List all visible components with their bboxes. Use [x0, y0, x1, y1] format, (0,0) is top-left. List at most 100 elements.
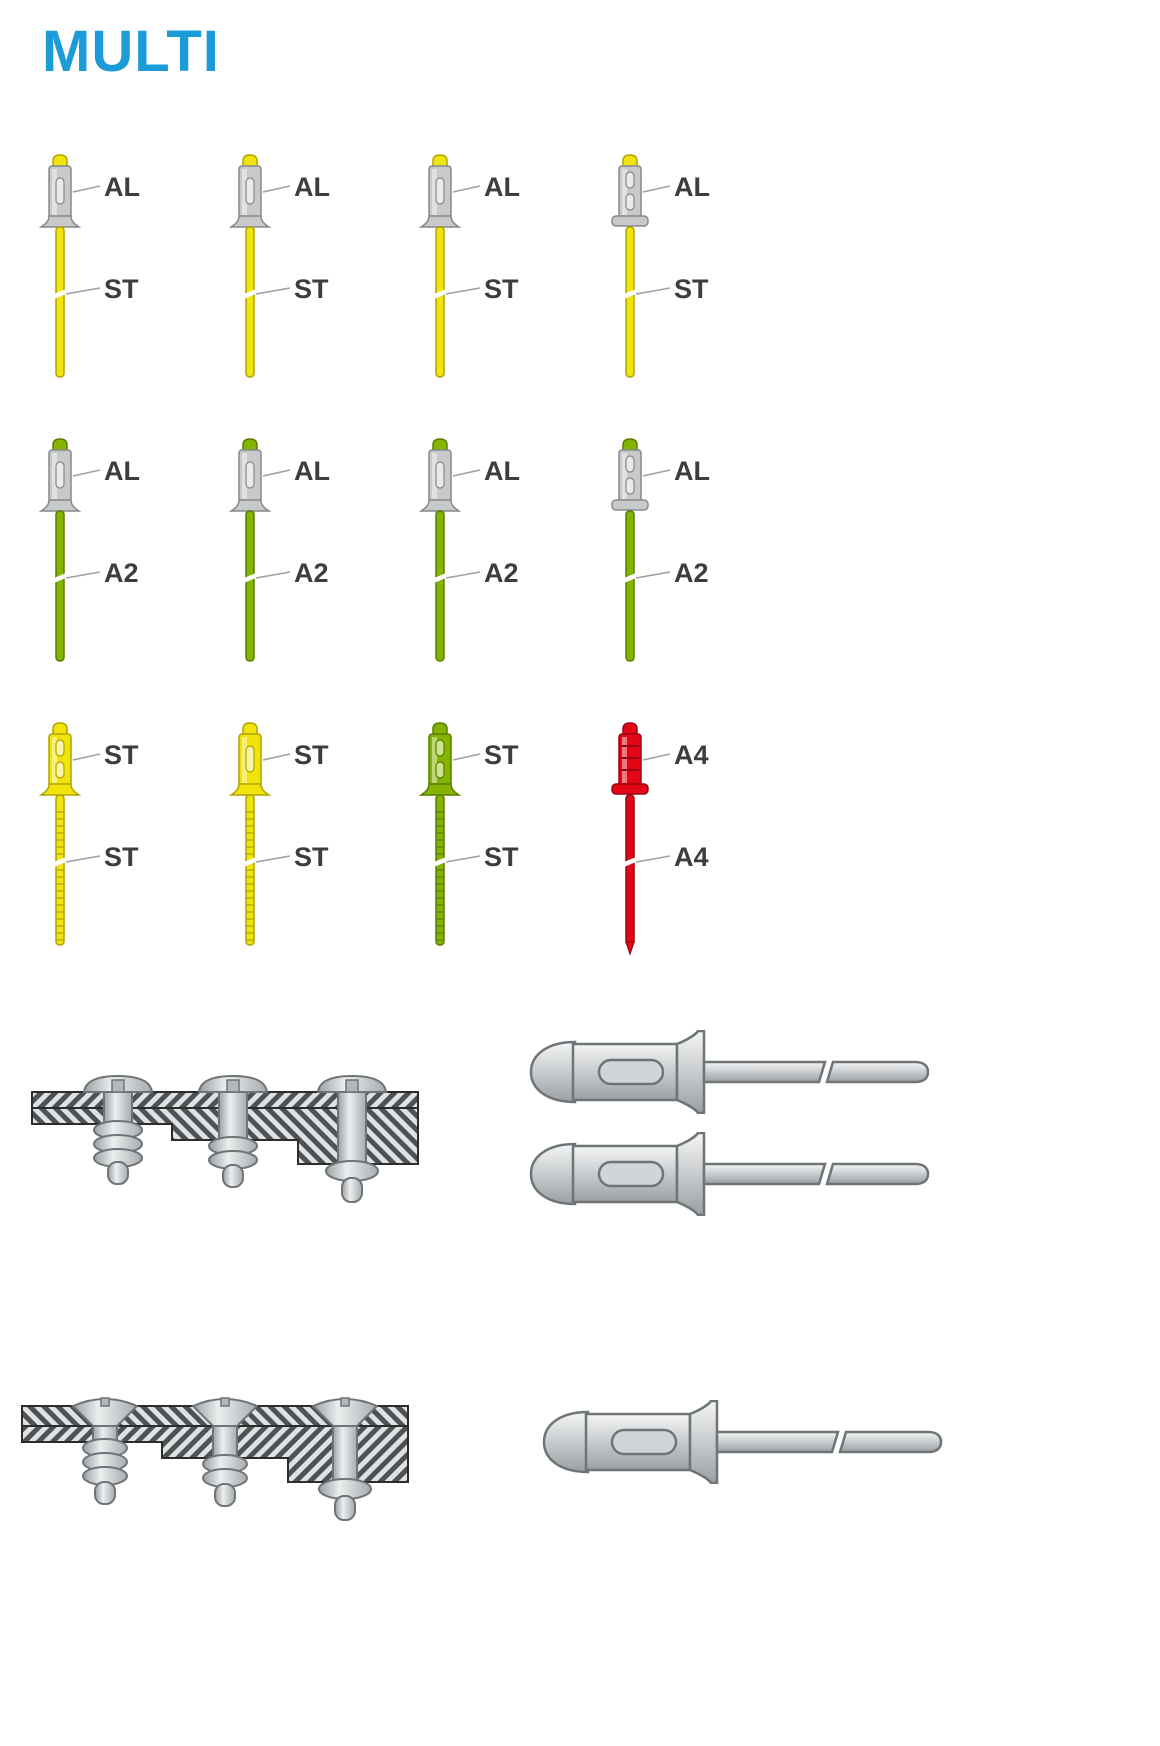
mandrel-stem	[244, 510, 256, 662]
sheared-mandrel	[345, 1079, 359, 1093]
rivet-body	[238, 733, 262, 787]
body-material-label: AL	[674, 172, 710, 202]
stem-leader-line	[445, 571, 481, 579]
rivet-body	[48, 733, 72, 787]
body-leader-line	[262, 185, 291, 193]
installed-rivet	[191, 1397, 259, 1507]
body-slot	[435, 177, 445, 205]
body-material-label: AL	[484, 456, 520, 486]
mandrel-stem	[434, 794, 446, 946]
rivet-flange	[38, 783, 82, 796]
sheared-mandrel	[220, 1397, 230, 1407]
cross-section-illustration	[21, 1397, 409, 1521]
body-slot	[55, 177, 65, 205]
stem-material-label: ST	[294, 842, 329, 872]
rivet-figure: AL ST	[610, 152, 770, 390]
rivet-figure: AL A2	[228, 436, 390, 674]
body-leader-line	[452, 185, 481, 193]
stem-leader-line	[255, 287, 291, 295]
stem-material-label: ST	[294, 274, 329, 304]
rivet-body	[238, 165, 262, 219]
rivet-flange	[611, 783, 649, 795]
stem-break-notch	[244, 573, 256, 583]
rivet-grid: AL ST	[38, 152, 770, 958]
page-title: MULTI	[42, 19, 220, 84]
rivet-figure: AL ST	[38, 152, 200, 390]
body-leader-line	[642, 469, 671, 477]
body-material-label: AL	[104, 172, 140, 202]
body-material-label: AL	[104, 456, 140, 486]
mandrel-stem	[244, 794, 256, 946]
stem-leader-line	[65, 571, 101, 579]
body-slots	[625, 171, 635, 211]
multigrip-rivet-illustration: AL A2	[228, 438, 330, 662]
rivet-figure: AL A2	[418, 436, 580, 674]
stem-threads	[246, 811, 254, 941]
rivet-flange	[228, 783, 272, 796]
stem-leader-line	[635, 855, 671, 863]
broken-stem-piece	[838, 1430, 943, 1454]
rivet-side-view-illustration	[529, 1030, 930, 1114]
rivet-row: AL A2	[38, 436, 770, 674]
mandrel-stem	[715, 1430, 840, 1454]
sheared-mandrel	[100, 1397, 110, 1407]
body-leader-line	[452, 753, 481, 761]
stem-point-tip	[625, 941, 635, 956]
rivet-figure: AL A2	[610, 436, 770, 674]
body-slot	[435, 461, 445, 489]
body-slot	[610, 1428, 678, 1456]
broken-stem-piece	[825, 1162, 930, 1186]
body-slots	[55, 739, 65, 779]
multigrip-rivet-illustration: AL ST	[611, 154, 710, 378]
rivet-body	[238, 449, 262, 503]
mandrel-stem	[624, 794, 636, 956]
body-leader-line	[262, 753, 291, 761]
mandrel-head	[432, 722, 448, 737]
mandrel-head	[622, 154, 638, 169]
stem-leader-line	[255, 571, 291, 579]
fig-open-rivets-side-view	[515, 1030, 935, 1216]
stem-leader-line	[255, 855, 291, 863]
stem-material-label: ST	[104, 842, 139, 872]
mandrel-head	[622, 438, 638, 453]
rivet-flange	[228, 499, 272, 512]
mandrel-stem	[244, 226, 256, 378]
body-leader-line	[72, 753, 101, 761]
mandrel-stem	[54, 794, 66, 946]
rivet-body	[428, 733, 452, 787]
body-leader-line	[262, 469, 291, 477]
stem-break-notch	[54, 289, 66, 299]
rivet-flange	[611, 215, 649, 227]
rivet-row: ST ST	[38, 720, 770, 958]
mandrel-head	[242, 154, 258, 169]
rivet-figure: ST ST	[418, 720, 580, 958]
stem-leader-line	[445, 287, 481, 295]
multigrip-rivet-illustration: ST ST	[418, 722, 519, 946]
stem-break-notch	[54, 573, 66, 583]
body-material-label: AL	[674, 456, 710, 486]
rivet-flange	[38, 499, 82, 512]
rivet-flange	[228, 215, 272, 228]
stem-material-label: A2	[104, 558, 139, 588]
body-slot	[597, 1058, 665, 1086]
body-leader-line	[642, 753, 671, 761]
stem-break-notch	[624, 289, 636, 299]
rivet-body	[48, 449, 72, 503]
body-slot	[245, 461, 255, 489]
mandrel-head	[432, 154, 448, 169]
mandrel-stem	[624, 226, 636, 378]
stem-material-label: A4	[674, 842, 709, 872]
rivet-figure: ST ST	[228, 720, 390, 958]
rivet-flange	[611, 499, 649, 511]
rivet-figure: AL ST	[228, 152, 390, 390]
installed-rivet	[71, 1397, 139, 1505]
rivet-body	[428, 449, 452, 503]
stem-threads	[436, 811, 444, 941]
multigrip-rivet-illustration: AL ST	[418, 154, 520, 378]
stem-material-label: A2	[484, 558, 519, 588]
rivet-head	[542, 1410, 590, 1474]
multigrip-rivet-illustration: AL A2	[38, 438, 140, 662]
stem-break-notch	[54, 857, 66, 867]
rivet-flange	[418, 499, 462, 512]
body-leader-line	[72, 185, 101, 193]
